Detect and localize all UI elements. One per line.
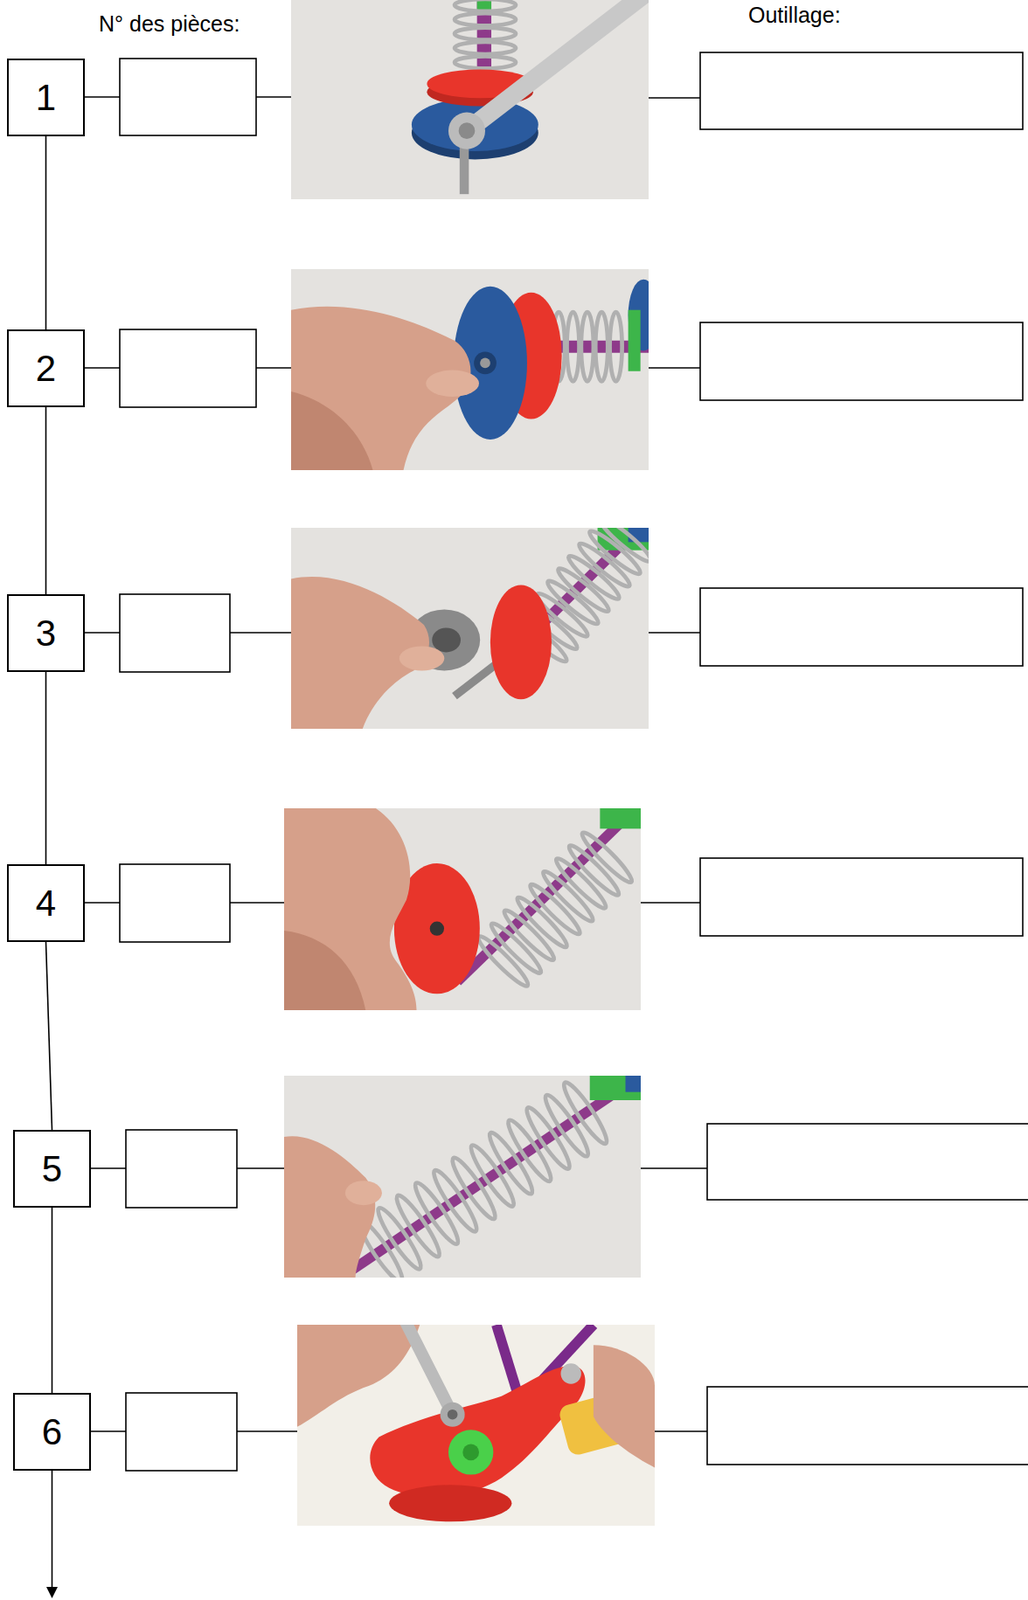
step-number-box: 5 — [13, 1130, 91, 1209]
part-number-box — [119, 58, 257, 136]
step-number: 6 — [41, 1414, 63, 1452]
flow-line — [51, 1208, 54, 1394]
step-number-box: 1 — [6, 58, 85, 137]
part-number-box — [125, 1393, 237, 1472]
part-number-box — [119, 864, 230, 943]
step-number: 2 — [35, 350, 56, 388]
flow-arrowhead — [46, 1587, 58, 1599]
step-number-box: 2 — [6, 329, 85, 408]
step-number: 1 — [35, 79, 56, 117]
empty-boxes — [119, 52, 1028, 1472]
tool-box — [700, 322, 1023, 401]
part-number-box — [119, 329, 257, 408]
flow-line — [45, 672, 48, 865]
step-number-box: 3 — [6, 594, 85, 673]
flow-line — [46, 942, 53, 1131]
photo — [284, 1076, 641, 1286]
step-number-box: 4 — [6, 864, 85, 943]
step-number-box: 6 — [13, 1393, 91, 1472]
flow-line — [45, 407, 48, 595]
tool-box — [707, 1387, 1028, 1466]
step-number: 4 — [35, 885, 56, 923]
part-number-box — [125, 1130, 237, 1209]
photo — [297, 1319, 670, 1527]
photo — [291, 0, 649, 200]
leader-lines — [52, 97, 709, 1590]
tool-box — [707, 1124, 1028, 1201]
column-header: N° des pièces: — [98, 10, 240, 37]
step-number: 5 — [41, 1151, 63, 1188]
tool-box — [700, 588, 1023, 667]
photo — [284, 803, 641, 1011]
photo — [291, 514, 655, 730]
flow-line — [45, 136, 48, 330]
column-header: Outillage: — [748, 1, 841, 28]
tool-box — [700, 52, 1023, 130]
step-number: 3 — [35, 615, 56, 653]
part-number-box — [119, 594, 230, 673]
tool-box — [700, 858, 1023, 937]
photo — [291, 269, 660, 471]
